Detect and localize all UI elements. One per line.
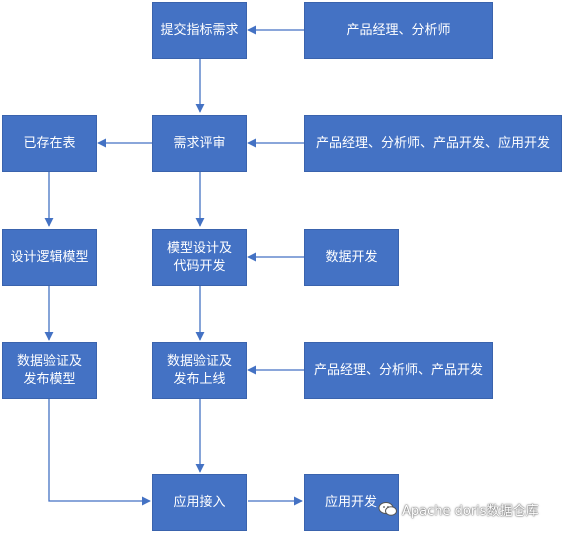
node-submit-requirement: 提交指标需求 — [152, 2, 247, 59]
watermark-text: Apache doris数据仓库 — [402, 503, 539, 519]
node-data-validate-publish-model: 数据验证及 发布模型 — [2, 342, 97, 399]
node-data-dev: 数据开发 — [304, 229, 399, 286]
node-requirement-review: 需求评审 — [152, 115, 247, 172]
node-model-design-code-dev: 模型设计及 代码开发 — [152, 229, 247, 286]
edge-validate-model-to-appaccess — [48, 399, 151, 506]
node-pm-analyst-dev-1: 产品经理、分析师、产品开发、应用开发 — [304, 115, 562, 172]
watermark: Apache doris数据仓库 — [378, 498, 539, 520]
node-existing-table: 已存在表 — [2, 115, 97, 172]
node-data-validate-release: 数据验证及 发布上线 — [152, 342, 247, 399]
node-pm-analyst-dev-2: 产品经理、分析师、产品开发 — [304, 342, 493, 399]
node-app-access: 应用接入 — [152, 474, 247, 531]
wechat-icon — [378, 502, 397, 516]
node-design-logical-model: 设计逻辑模型 — [2, 229, 97, 286]
node-pm-analyst-1: 产品经理、分析师 — [304, 2, 493, 59]
